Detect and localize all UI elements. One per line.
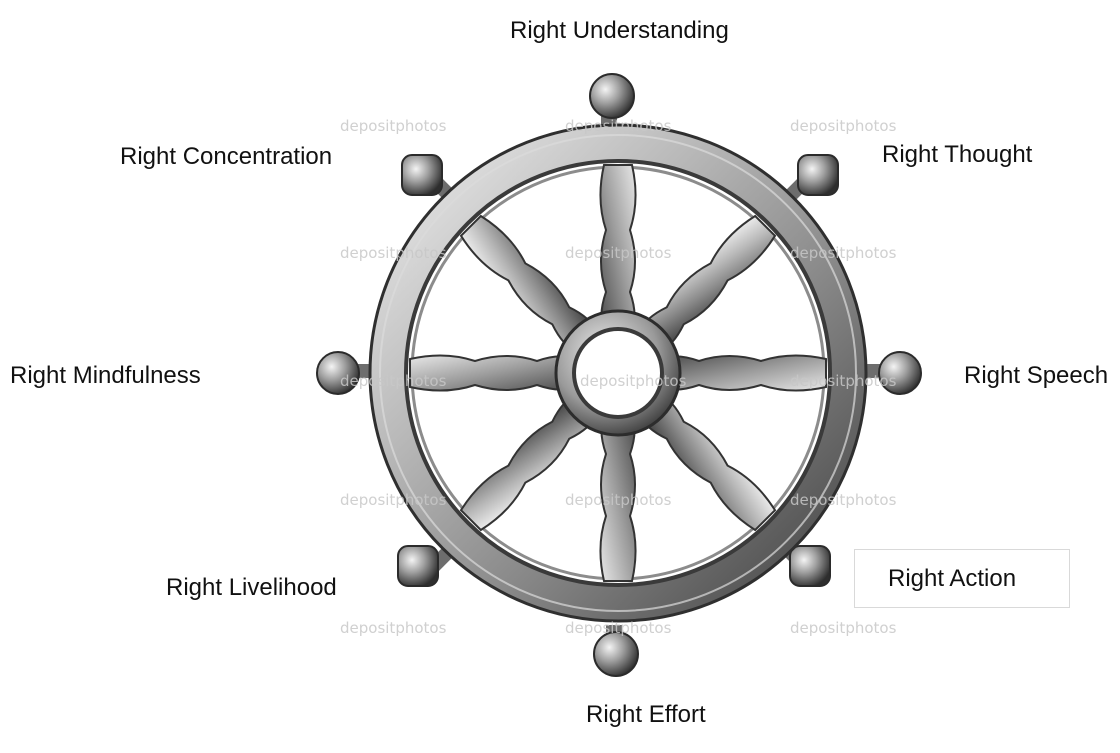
- wheel-handles: [316, 73, 922, 677]
- label-right-thought: Right Thought: [882, 141, 1033, 168]
- label-right-livelihood: Right Livelihood: [166, 574, 337, 601]
- label-right-understanding: Right Understanding: [510, 17, 729, 44]
- watermarks: depositphotos depositphotos depositphoto…: [340, 117, 897, 637]
- label-right-mindfulness: Right Mindfulness: [10, 362, 201, 389]
- watermark-text: depositphotos: [340, 491, 447, 509]
- label-right-speech: Right Speech: [964, 362, 1109, 389]
- watermark-text: depositphotos: [790, 117, 897, 135]
- label-box: [854, 549, 1070, 608]
- watermark-text: depositphotos: [340, 244, 447, 262]
- watermark-text: depositphotos: [340, 117, 447, 135]
- handle-top-right: [786, 154, 839, 200]
- wheel-hub: [554, 309, 682, 437]
- handle-left: [316, 351, 374, 395]
- watermark-text: depositphotos: [340, 619, 447, 637]
- watermark-text: depositphotos: [565, 619, 672, 637]
- handle-right: [866, 351, 922, 395]
- watermark-text: depositphotos: [340, 372, 447, 390]
- watermark-text: depositphotos: [565, 117, 672, 135]
- watermark-text: depositphotos: [790, 491, 897, 509]
- watermark-text: depositphotos: [790, 244, 897, 262]
- handle-bottom: [593, 625, 639, 677]
- watermark-text: depositphotos: [790, 619, 897, 637]
- label-right-action: Right Action: [888, 565, 1017, 592]
- watermark-text: depositphotos: [790, 372, 897, 390]
- wheel-spokes: [409, 164, 827, 582]
- watermark-text: depositphotos: [565, 491, 672, 509]
- label-right-effort: Right Effort: [586, 701, 706, 728]
- watermark-text: depositphotos: [580, 372, 687, 390]
- handle-top: [589, 73, 635, 128]
- watermark-text: depositphotos: [565, 244, 672, 262]
- label-right-concentration: Right Concentration: [120, 143, 333, 170]
